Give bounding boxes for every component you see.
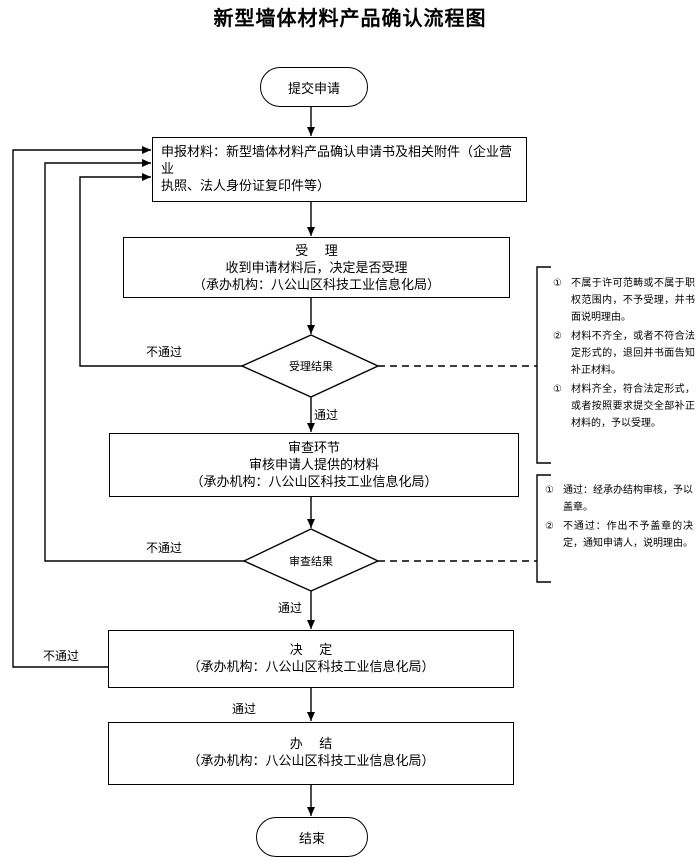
end-terminal: 结束: [256, 817, 368, 857]
review-note-item: ② 不通过：作出不予盖章的决定，通知申请人，说明理由。: [545, 521, 693, 549]
submit-materials-box: 申报材料：新型墙体材料产品确认申请书及相关附件（企业营业 执照、法人身份证复印件…: [152, 137, 527, 202]
end-label: 结束: [298, 831, 325, 847]
accept-result-label: 受理结果: [289, 360, 333, 373]
submit-line-1: 申报材料：新型墙体材料产品确认申请书及相关附件（企业营业: [161, 145, 513, 177]
decide-heading: 决 定: [289, 643, 333, 658]
accept-note-item: ① 不属于许可范畴或不属于职权范围内，不予受理，并书面说明理由。: [553, 278, 695, 323]
page-title: 新型墙体材料产品确认流程图: [213, 6, 487, 30]
accept-heading: 受 理: [295, 244, 338, 259]
edge-label-review-fail: 不通过: [146, 541, 183, 555]
edge-label-decide-pass: 通过: [232, 702, 257, 716]
edge-label-decide-fail: 不通过: [43, 649, 80, 663]
edge-label-accept-fail: 不通过: [146, 345, 183, 359]
edge-label-review-pass: 通过: [278, 601, 303, 615]
review-heading: 审查环节: [287, 441, 340, 456]
review-box: 审查环节 审核申请人提供的材料 （承办机构：八公山区科技工业信息化局）: [109, 433, 519, 497]
arrow-review-fail-loop: [44, 159, 244, 562]
accept-note-item: ② 材料不齐全，或者不符合法定形式的，退回并书面告知补正材料。: [553, 331, 695, 376]
accept-note-item: ① 材料齐全，符合法定形式，或者按照要求提交全部补正材料的，予以受理。: [553, 384, 695, 429]
edge-label-accept-pass: 通过: [314, 408, 339, 422]
arrow-accept-fail-loop: [79, 173, 242, 367]
finish-box: 办 结 （承办机构：八公山区科技工业信息化局）: [108, 722, 514, 785]
accept-line-3: （承办机构：八公山区科技工业信息化局）: [192, 278, 440, 293]
review-result-label: 审查结果: [289, 555, 333, 568]
accept-note: ① 不属于许可范畴或不属于职权范围内，不予受理，并书面说明理由。 ② 材料不齐全…: [553, 275, 695, 434]
review-result-diamond: [242, 528, 380, 592]
accept-line-2: 收到申请材料后，决定是否受理: [225, 261, 408, 276]
finish-heading: 办 结: [289, 737, 333, 752]
accept-box: 受 理 收到申请材料后，决定是否受理 （承办机构：八公山区科技工业信息化局）: [123, 237, 510, 298]
review-line-2: 审核申请人提供的材料: [248, 458, 379, 473]
decide-box: 决 定 （承办机构：八公山区科技工业信息化局）: [108, 630, 514, 688]
arrow-decide-fail-loop: [12, 146, 151, 668]
start-label: 提交申请: [287, 81, 340, 97]
accept-result-diamond: [240, 334, 380, 398]
finish-line-2: （承办机构：八公山区科技工业信息化局）: [187, 754, 435, 769]
accept-note-bracket: [536, 266, 551, 464]
decide-line-2: （承办机构：八公山区科技工业信息化局）: [187, 660, 435, 675]
review-note-bracket: [536, 474, 551, 583]
review-line-3: （承办机构：八公山区科技工业信息化局）: [190, 475, 438, 490]
review-note: ① 通过：经承办结构审核，予以盖章。 ② 不通过：作出不予盖章的决定，通知申请人…: [545, 482, 693, 554]
submit-line-2: 执照、法人身份证复印件等）: [161, 179, 331, 194]
review-note-item: ① 通过：经承办结构审核，予以盖章。: [545, 485, 693, 513]
start-terminal: 提交申请: [260, 67, 368, 107]
